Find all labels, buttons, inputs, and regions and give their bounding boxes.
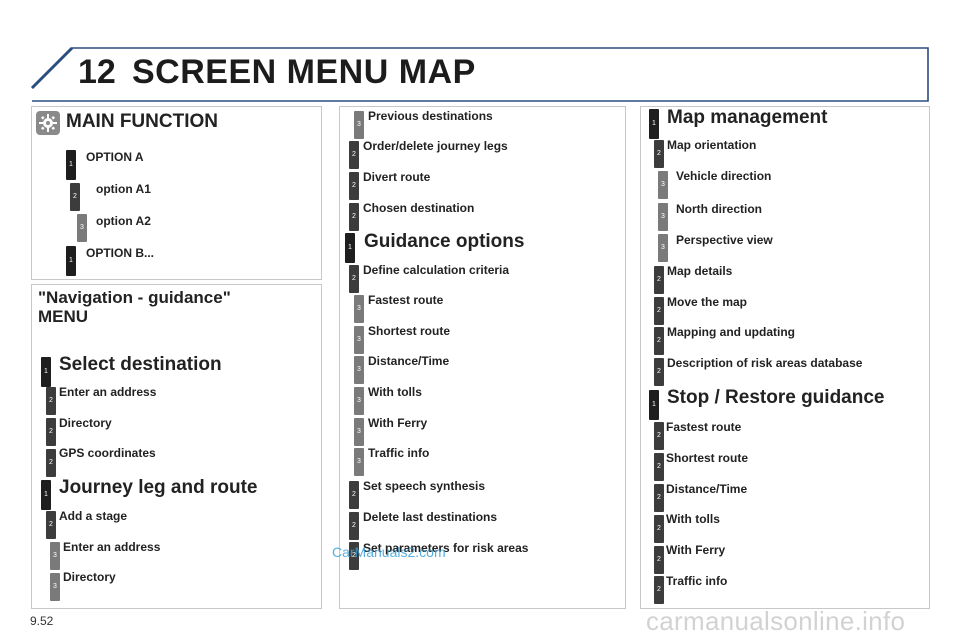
menu-item: Enter an address — [59, 385, 157, 399]
main-function-title: MAIN FUNCTION — [66, 111, 218, 132]
level-badge: 2 — [654, 297, 664, 325]
menu-item: Delete last destinations — [363, 510, 498, 524]
level-badge: 3 — [354, 448, 364, 476]
level-badge: 2 — [349, 172, 359, 200]
level-badge: 2 — [654, 327, 664, 355]
level-badge: 3 — [50, 573, 60, 601]
page-number: 9.52 — [30, 614, 54, 628]
navigation-menu-panel — [31, 284, 322, 609]
option-a2: option A2 — [96, 214, 151, 228]
menu-item: Traffic info — [666, 574, 728, 588]
menu-item: Set parameters for risk areas — [363, 541, 529, 555]
right-panel — [640, 106, 930, 609]
menu-item: Directory — [63, 570, 116, 584]
menu-item: Move the map — [667, 295, 748, 309]
chapter-number: 12 — [78, 53, 116, 91]
menu-item: Description of risk areas database — [667, 356, 863, 370]
menu-item: Fastest route — [666, 420, 742, 434]
gear-icon — [36, 111, 60, 135]
level-badge: 2 — [654, 546, 664, 574]
level-badge: 2 — [654, 358, 664, 386]
navigation-menu-title-line2: MENU — [38, 307, 89, 326]
menu-item: With Ferry — [368, 416, 428, 430]
guidance-options-heading: Guidance options — [364, 231, 525, 252]
level-badge: 2 — [349, 512, 359, 540]
menu-item: Map orientation — [667, 138, 757, 152]
level-badge: 2 — [46, 418, 56, 446]
select-destination-heading: Select destination — [59, 354, 222, 375]
menu-item: Vehicle direction — [676, 169, 772, 183]
menu-item: Distance/Time — [368, 354, 450, 368]
level-badge: 2 — [654, 422, 664, 450]
menu-item: Map details — [667, 264, 733, 278]
level-badge: 1 — [649, 109, 659, 139]
menu-item: Shortest route — [666, 451, 749, 465]
level-badge: 2 — [349, 542, 359, 570]
menu-item: Add a stage — [59, 509, 128, 523]
option-b: OPTION B... — [86, 246, 155, 260]
menu-item: GPS coordinates — [59, 446, 156, 460]
menu-item: Previous destinations — [368, 109, 493, 123]
level-badge: 1 — [66, 150, 76, 180]
level-badge: 2 — [46, 511, 56, 539]
header-banner — [30, 46, 929, 102]
navigation-menu-title: "Navigation - guidance" — [38, 288, 231, 307]
level-badge: 1 — [345, 233, 355, 263]
menu-item: North direction — [676, 202, 762, 216]
footer-watermark: carmanualsonline.info — [646, 606, 906, 636]
level-badge: 2 — [46, 387, 56, 415]
menu-item: With Ferry — [666, 543, 726, 557]
menu-item: With tolls — [368, 385, 422, 399]
level-badge: 3 — [658, 171, 668, 199]
menu-item: Chosen destination — [363, 201, 475, 215]
menu-item: Perspective view — [676, 233, 773, 247]
menu-item: Divert route — [363, 170, 431, 184]
level-badge: 1 — [41, 480, 51, 510]
level-badge: 3 — [354, 326, 364, 354]
map-management-heading: Map management — [667, 107, 828, 128]
menu-item: Shortest route — [368, 324, 451, 338]
level-badge: 2 — [654, 453, 664, 481]
level-badge: 2 — [349, 481, 359, 509]
watermark: CarManuals2.com — [332, 544, 446, 560]
level-badge: 2 — [349, 265, 359, 293]
level-badge: 2 — [654, 266, 664, 294]
level-badge: 2 — [654, 484, 664, 512]
menu-item: Set speech synthesis — [363, 479, 486, 493]
menu-item: Order/delete journey legs — [363, 139, 508, 153]
level-badge: 3 — [658, 234, 668, 262]
option-a1: option A1 — [96, 182, 151, 196]
journey-leg-heading: Journey leg and route — [59, 477, 258, 498]
menu-item: With tolls — [666, 512, 720, 526]
level-badge: 2 — [70, 183, 80, 211]
level-badge: 2 — [654, 515, 664, 543]
level-badge: 3 — [354, 111, 364, 139]
level-badge: 3 — [77, 214, 87, 242]
page-title: SCREEN MENU MAP — [132, 53, 476, 91]
level-badge: 3 — [354, 295, 364, 323]
level-badge: 2 — [46, 449, 56, 477]
menu-item: Distance/Time — [666, 482, 748, 496]
level-badge: 2 — [349, 141, 359, 169]
level-badge: 3 — [354, 418, 364, 446]
level-badge: 3 — [354, 356, 364, 384]
menu-item: Define calculation criteria — [363, 263, 510, 277]
level-badge: 2 — [349, 203, 359, 231]
option-a: OPTION A — [86, 150, 144, 164]
level-badge: 3 — [658, 203, 668, 231]
level-badge: 1 — [66, 246, 76, 276]
level-badge: 1 — [649, 390, 659, 420]
level-badge: 3 — [50, 542, 60, 570]
menu-item: Directory — [59, 416, 112, 430]
level-badge: 2 — [654, 576, 664, 604]
menu-item: Traffic info — [368, 446, 430, 460]
level-badge: 1 — [41, 357, 51, 387]
stop-restore-heading: Stop / Restore guidance — [667, 387, 885, 408]
menu-item: Fastest route — [368, 293, 444, 307]
level-badge: 2 — [654, 140, 664, 168]
middle-panel — [339, 106, 626, 609]
menu-item: Enter an address — [63, 540, 161, 554]
level-badge: 3 — [354, 387, 364, 415]
menu-item: Mapping and updating — [667, 325, 795, 339]
